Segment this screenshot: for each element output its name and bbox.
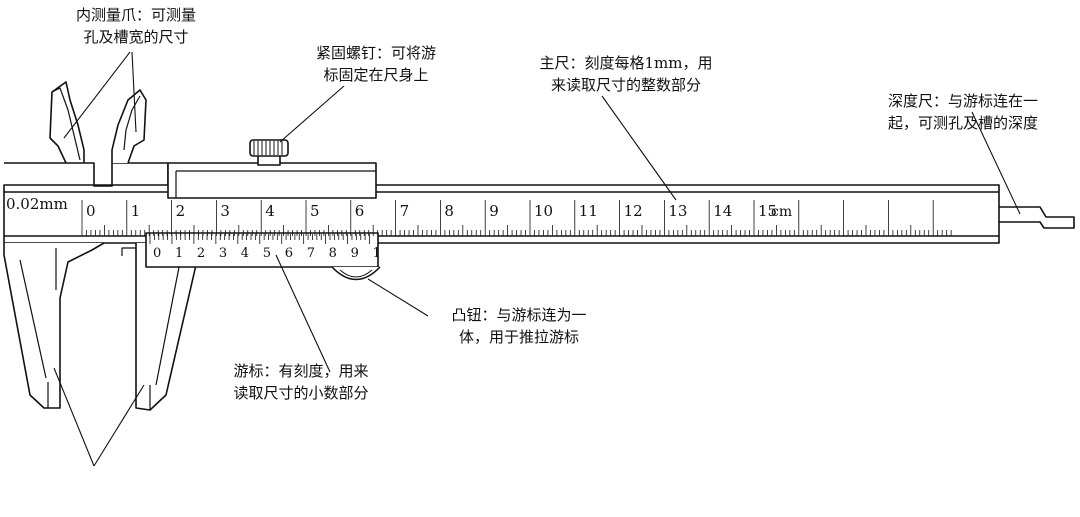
main-scale-number: 3 (220, 202, 230, 220)
vernier-plate (145, 232, 379, 268)
main-scale-number: 5 (310, 202, 320, 220)
label-inner-jaws-line2: 孔及槽宽的尺寸 (83, 28, 189, 46)
vernier-scale-number: 7 (307, 246, 315, 261)
main-scale-number: 13 (668, 202, 687, 220)
vernier-scale-number: 8 (329, 246, 337, 261)
outer-jaw-fixed (3, 242, 105, 409)
main-scale-number: 8 (444, 202, 454, 220)
vernier-scale-number: 1 (373, 246, 381, 261)
main-scale-number: 0 (86, 202, 96, 220)
label-depth-rod-line1: 深度尺：与游标连在一 (887, 92, 1038, 110)
main-scale-number: 12 (624, 202, 643, 220)
inner-jaw-fixed (111, 89, 147, 164)
main-scale-number: 4 (265, 202, 275, 220)
vernier-scale-number: 9 (351, 246, 359, 261)
main-scale-number: 11 (579, 202, 598, 220)
main-scale-number: 1 (131, 202, 141, 220)
label-main-scale-line1: 主尺：刻度每格1mm，用 (539, 54, 713, 72)
label-thumb-button-line1: 凸钮：与游标连为一 (451, 306, 587, 324)
vernier-scale-number: 2 (197, 246, 205, 261)
label-thumb-button: 凸钮：与游标连为一 体，用于推拉游标 (424, 304, 614, 348)
vernier-scale-number: 4 (241, 246, 249, 261)
label-vernier-line2: 读取尺寸的小数部分 (233, 384, 369, 402)
lock-screw (249, 139, 289, 166)
label-depth-rod: 深度尺：与游标连在一 起，可测孔及槽的深度 (858, 90, 1068, 134)
vernier-scale-number: 6 (285, 246, 293, 261)
label-inner-jaws: 内测量爪：可测量 孔及槽宽的尺寸 (46, 4, 226, 48)
precision-label: 0.02mm (6, 195, 68, 213)
vernier-scale-number: 5 (263, 246, 271, 261)
label-main-scale-line2: 来读取尺寸的整数部分 (550, 76, 701, 94)
vernier-scale-number: 3 (219, 246, 227, 261)
main-scale-unit: cm (771, 204, 792, 220)
main-scale-number: 9 (489, 202, 499, 220)
main-scale-number: 15 (758, 202, 777, 220)
thumb-button (331, 266, 381, 281)
slider-top (167, 162, 377, 199)
main-scale-number: 2 (176, 202, 186, 220)
main-scale-number: 14 (713, 202, 732, 220)
label-inner-jaws-line1: 内测量爪：可测量 (75, 6, 196, 24)
vernier-scale-ticks (149, 234, 370, 244)
main-scale-number: 10 (534, 202, 553, 220)
label-vernier: 游标：有刻度，用来 读取尺寸的小数部分 (206, 360, 396, 404)
main-scale-number: 7 (400, 202, 410, 220)
vernier-scale-number: 1 (175, 246, 183, 261)
label-vernier-line1: 游标：有刻度，用来 (233, 362, 369, 380)
label-main-scale: 主尺：刻度每格1mm，用 来读取尺寸的整数部分 (516, 52, 736, 96)
main-scale-ticks (81, 200, 952, 236)
label-lock-screw-line2: 标固定在尺身上 (323, 66, 429, 84)
depth-rod (999, 206, 1075, 229)
label-lock-screw-line1: 紧固螺钉：可将游 (315, 44, 436, 62)
label-depth-rod-line2: 起，可测孔及槽的深度 (887, 114, 1038, 132)
vernier-scale-number: 0 (153, 246, 161, 261)
main-scale-number: 6 (355, 202, 365, 220)
label-lock-screw: 紧固螺钉：可将游 标固定在尺身上 (286, 42, 466, 86)
label-thumb-button-line2: 体，用于推拉游标 (458, 328, 579, 346)
